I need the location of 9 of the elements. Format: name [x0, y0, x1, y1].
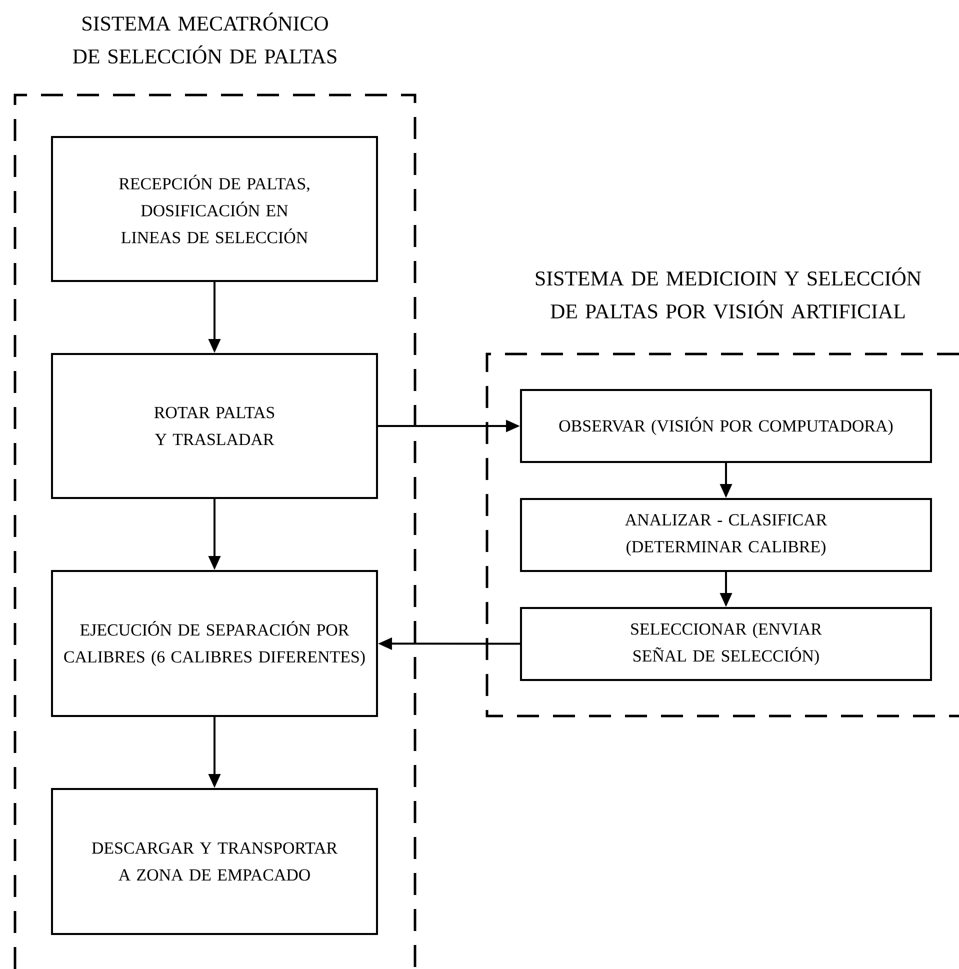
process-box: EJECUCIÓN DE SEPARACIÓN POR CALIBRES (6 CALIBRES DIFERENTES) [51, 570, 378, 717]
process-box: ROTAR PALTAS Y TRASLADAR [51, 353, 378, 499]
group-heading: SISTEMA MECATRÓNICO DE SELECCIÓN DE PALTAS [72, 12, 336, 64]
process-box: SELECCIONAR (ENVIAR SEÑAL DE SELECCIÓN) [520, 607, 932, 681]
process-box: DESCARGAR Y TRANSPORTAR A ZONA DE EMPACADO [51, 788, 378, 935]
process-box: RECEPCIÓN DE PALTAS, DOSIFICACIÓN EN LINEAS DE SELECCIÓN [51, 136, 378, 282]
process-box: ANALIZAR - CLASIFICAR (DETERMINAR CALIBRE) [520, 498, 932, 572]
group-heading: SISTEMA DE MEDICIOIN Y SELECCIÓN DE PALTAS POR VISIÓN ARTIFICIAL [536, 267, 921, 319]
process-box: OBSERVAR (VISIÓN POR COMPUTADORA) [520, 389, 932, 463]
